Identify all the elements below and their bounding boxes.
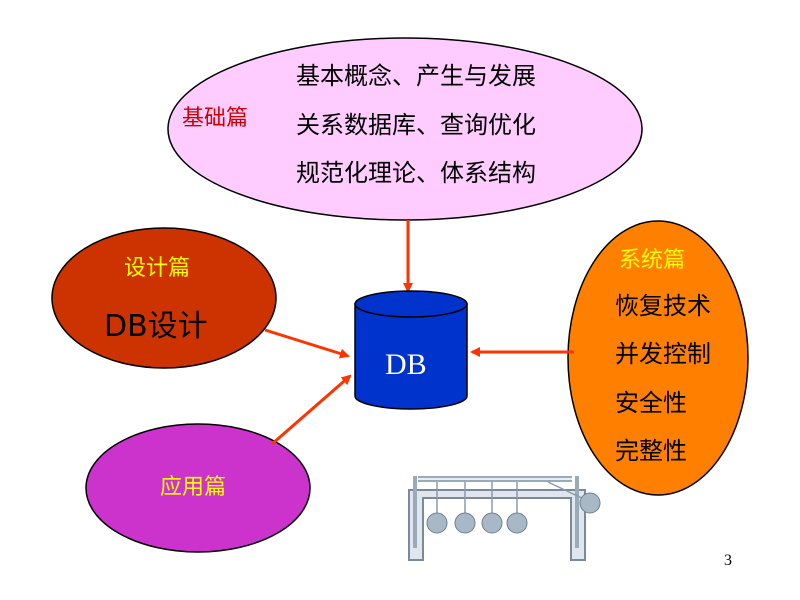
application-ellipse xyxy=(85,423,311,553)
design-title: 设计篇 xyxy=(124,256,191,281)
slide-number: 3 xyxy=(724,552,732,569)
design-ellipse xyxy=(51,227,277,369)
basics-item: 关系数据库、查询优化 xyxy=(296,111,536,139)
application-title: 应用篇 xyxy=(160,475,227,500)
arrow-design-to-db xyxy=(264,328,350,359)
basics-title: 基础篇 xyxy=(182,106,249,131)
system-item: 并发控制 xyxy=(615,340,711,368)
database-cylinder-icon xyxy=(354,290,468,410)
system-item: 安全性 xyxy=(615,389,687,417)
basics-ellipse xyxy=(167,37,643,221)
newtons-cradle-icon xyxy=(408,476,601,561)
database-label: DB xyxy=(385,348,427,381)
basics-item: 基本概念、产生与发展 xyxy=(296,62,536,90)
system-item: 完整性 xyxy=(615,437,687,465)
design-body: DB设计 xyxy=(104,309,208,344)
basics-item: 规范化理论、体系结构 xyxy=(296,159,536,187)
system-item: 恢复技术 xyxy=(615,292,711,320)
arrow-application-to-db xyxy=(271,374,352,446)
system-ellipse xyxy=(567,220,749,496)
system-title: 系统篇 xyxy=(619,248,686,273)
